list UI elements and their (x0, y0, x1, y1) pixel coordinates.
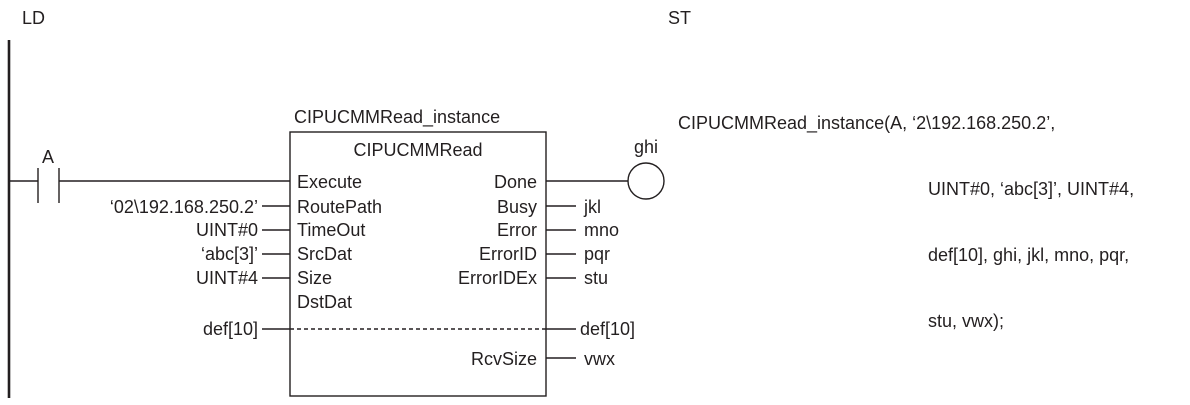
pin-error: Error (497, 220, 537, 240)
function-name: CIPUCMMRead (353, 140, 482, 160)
input-routepath-value: ‘02\192.168.250.2’ (110, 197, 258, 217)
pin-execute: Execute (297, 172, 362, 192)
pin-busy: Busy (497, 197, 537, 217)
st-header: ST (668, 8, 691, 28)
pin-dstdat: DstDat (297, 292, 352, 312)
pin-errorid: ErrorID (479, 244, 537, 264)
pin-routepath: RoutePath (297, 197, 382, 217)
function-block: CIPUCMMRead_instance CIPUCMMRead Execute… (289, 107, 547, 397)
pin-timeout: TimeOut (297, 220, 365, 240)
pin-done: Done (494, 172, 537, 192)
st-code-block: CIPUCMMRead_instance(A, ‘2\192.168.250.2… (678, 68, 1134, 354)
st-line-4: stu, vwx); (928, 311, 1005, 331)
output-erroridex-value: stu (584, 268, 608, 288)
output-error-value: mno (584, 220, 619, 240)
instance-name: CIPUCMMRead_instance (294, 107, 500, 128)
contact-a: A (9, 147, 290, 203)
coil-label: ghi (634, 137, 658, 157)
st-line-1: CIPUCMMRead_instance(A, ‘2\192.168.250.2… (678, 113, 1056, 133)
output-busy-value: jkl (583, 197, 601, 217)
input-srcdat-value: ‘abc[3]’ (201, 244, 258, 264)
st-line-2: UINT#0, ‘abc[3]’, UINT#4, (928, 179, 1135, 199)
pin-rcvsize: RcvSize (471, 349, 537, 369)
pin-erroridex: ErrorIDEx (458, 268, 537, 288)
input-timeout-value: UINT#0 (196, 220, 258, 240)
contact-label: A (42, 147, 54, 167)
function-block-box (289, 131, 547, 397)
st-line-3: def[10], ghi, jkl, mno, pqr, (928, 245, 1130, 265)
input-size-value: UINT#4 (196, 268, 258, 288)
pin-size: Size (297, 268, 332, 288)
coil-ghi (627, 162, 665, 200)
ld-header: LD (22, 8, 45, 28)
input-dstdat-value: def[10] (203, 319, 258, 339)
output-errorid-value: pqr (584, 244, 610, 264)
pin-srcdat: SrcDat (297, 244, 352, 264)
output-rcvsize-value: vwx (584, 349, 615, 369)
output-dstdat-value: def[10] (580, 319, 635, 339)
